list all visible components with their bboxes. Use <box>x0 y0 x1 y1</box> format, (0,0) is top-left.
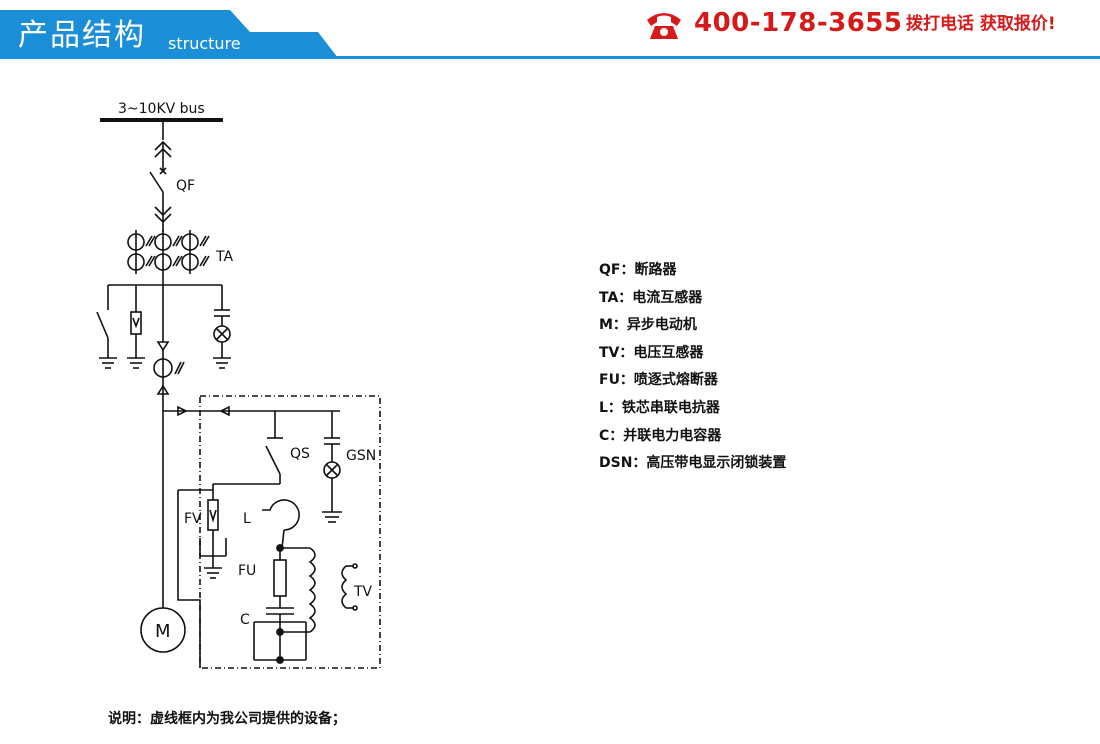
section-subtitle: structure <box>168 34 241 53</box>
supplied-equipment-boundary <box>199 395 381 669</box>
legend-item: TA：电流互感器 <box>599 289 703 306</box>
legend-item: M：异步电动机 <box>599 317 697 334</box>
call-to-action: 拨打电话 获取报价! <box>906 14 1056 34</box>
header-rule <box>0 56 1100 59</box>
legend-item: C：并联电力电容器 <box>599 427 722 444</box>
breaker-qf <box>149 171 164 193</box>
legend-item: L：铁芯串联电抗器 <box>599 399 720 416</box>
section-title: 产品结构 <box>18 18 146 53</box>
legend-item: FU：喷逐式熔断器 <box>599 372 718 389</box>
component-legend: QF：断路器 TA：电流互感器 M：异步电动机 TV：电压互感器 FU：喷逐式熔… <box>599 257 786 478</box>
qf-label: QF <box>176 178 195 194</box>
phone-icon <box>647 13 681 39</box>
legend-item: QF：断路器 <box>599 262 677 278</box>
diagram-note: 说明：虚线框内为我公司提供的设备； <box>108 711 346 727</box>
phone-number[interactable]: 400-178-3655 <box>694 8 903 38</box>
legend-item: TV：电压互感器 <box>599 344 704 361</box>
tv-label: TV <box>353 584 373 600</box>
qs-label: QS <box>290 446 310 462</box>
c-label: C <box>240 612 250 628</box>
gsn-label: GSN <box>346 448 376 464</box>
bus-label: 3~10KV bus <box>118 101 205 117</box>
motor-label: M <box>155 621 171 642</box>
ta-label: TA <box>215 249 233 265</box>
wiring-diagram: 3~10KV bus QF TA QS GSN FV L FU TV C M <box>96 101 381 669</box>
fv-label: FV <box>184 511 202 527</box>
current-transformers-ta <box>127 230 210 274</box>
legend-item: DSN：高压带电显示闭锁装置 <box>599 455 787 472</box>
fu-label: FU <box>238 563 256 579</box>
motor <box>140 607 186 653</box>
page-header: 产品结构 structure 400-178-3655 拨打电话 获取报价! <box>0 0 1100 62</box>
l-label: L <box>243 511 251 527</box>
